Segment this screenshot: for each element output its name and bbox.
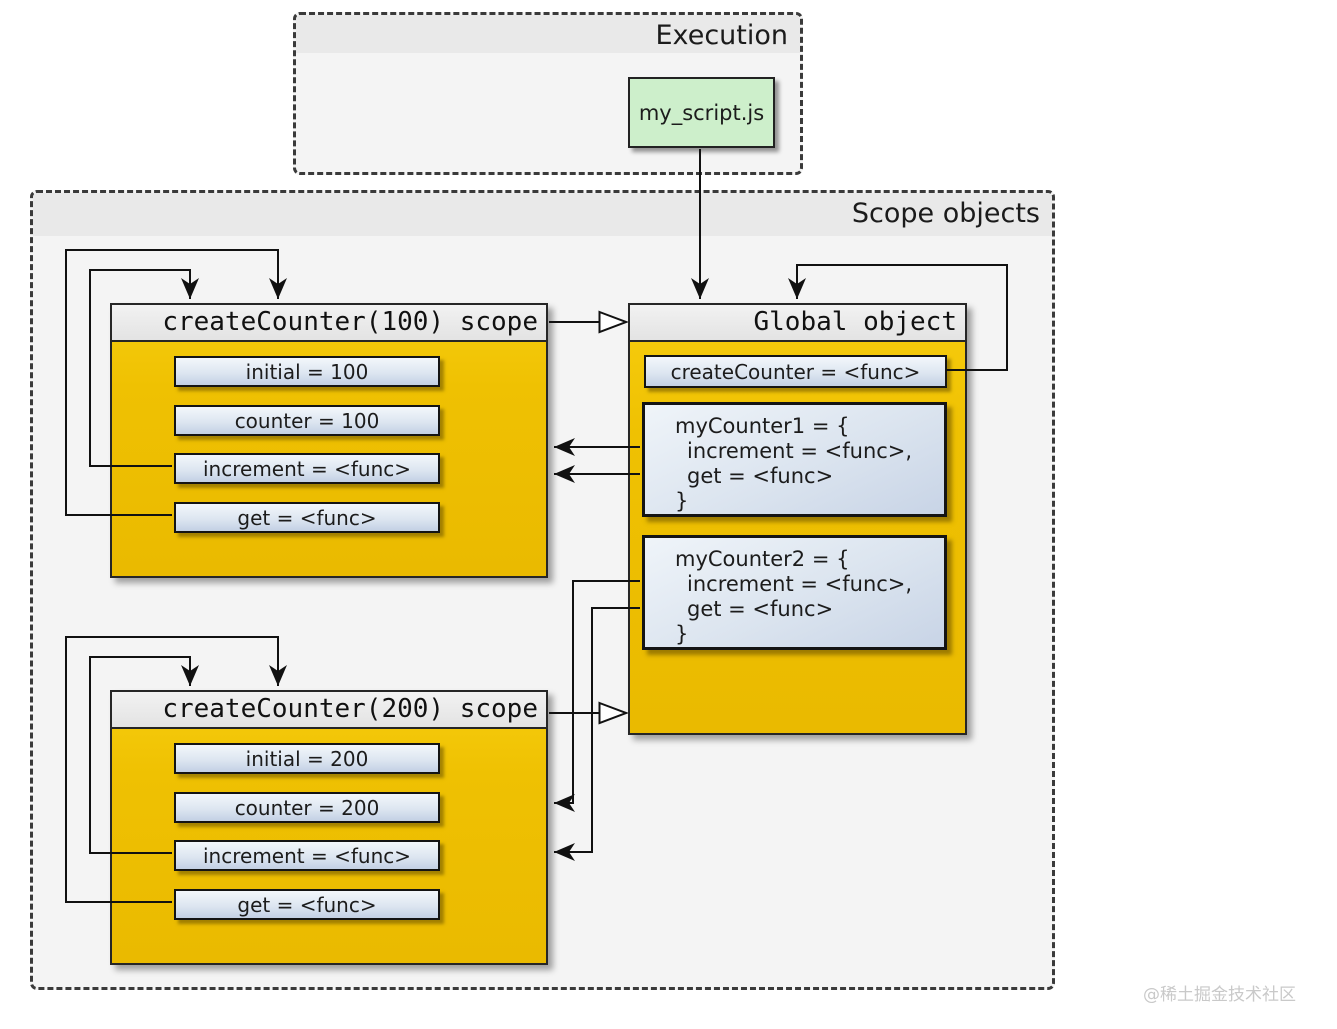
scope100-field-counter: counter = 100 [174, 405, 440, 436]
scope200-box: createCounter(200) scope initial = 200 c… [110, 690, 548, 965]
global-field-create-counter: createCounter = <func> [644, 355, 947, 388]
scope100-field-initial: initial = 100 [174, 356, 440, 387]
scope200-field-get: get = <func> [174, 889, 440, 920]
execution-title: Execution [296, 15, 800, 53]
my-script-label: my_script.js [638, 100, 765, 125]
my-counter1-line: myCounter1 = { [675, 414, 850, 438]
scope200-field-counter: counter = 200 [174, 792, 440, 823]
scope200-field-initial: initial = 200 [174, 743, 440, 774]
my-counter2-box: myCounter2 = { increment = <func>, get =… [642, 535, 947, 650]
global-object-box: Global object createCounter = <func> myC… [628, 303, 967, 735]
scope100-box: createCounter(100) scope initial = 100 c… [110, 303, 548, 578]
scope200-field-increment: increment = <func> [174, 840, 440, 871]
watermark: @稀土掘金技术社区 [1143, 985, 1296, 1005]
my-counter2-line: myCounter2 = { [675, 547, 850, 571]
my-counter1-line: get = <func> [687, 464, 834, 488]
my-counter1-box: myCounter1 = { increment = <func>, get =… [642, 402, 947, 517]
my-counter2-line: get = <func> [687, 597, 834, 621]
my-counter1-line: increment = <func>, [687, 439, 913, 463]
scope200-title: createCounter(200) scope [112, 692, 546, 729]
scope100-field-get: get = <func> [174, 502, 440, 533]
my-counter2-line: increment = <func>, [687, 572, 913, 596]
global-object-title: Global object [630, 305, 965, 342]
my-counter2-line: } [675, 622, 689, 646]
scope-objects-title: Scope objects [33, 193, 1052, 236]
my-counter1-line: } [675, 489, 689, 513]
my-script-node: my_script.js [628, 77, 775, 148]
scope100-field-increment: increment = <func> [174, 453, 440, 484]
scope100-title: createCounter(100) scope [112, 305, 546, 342]
